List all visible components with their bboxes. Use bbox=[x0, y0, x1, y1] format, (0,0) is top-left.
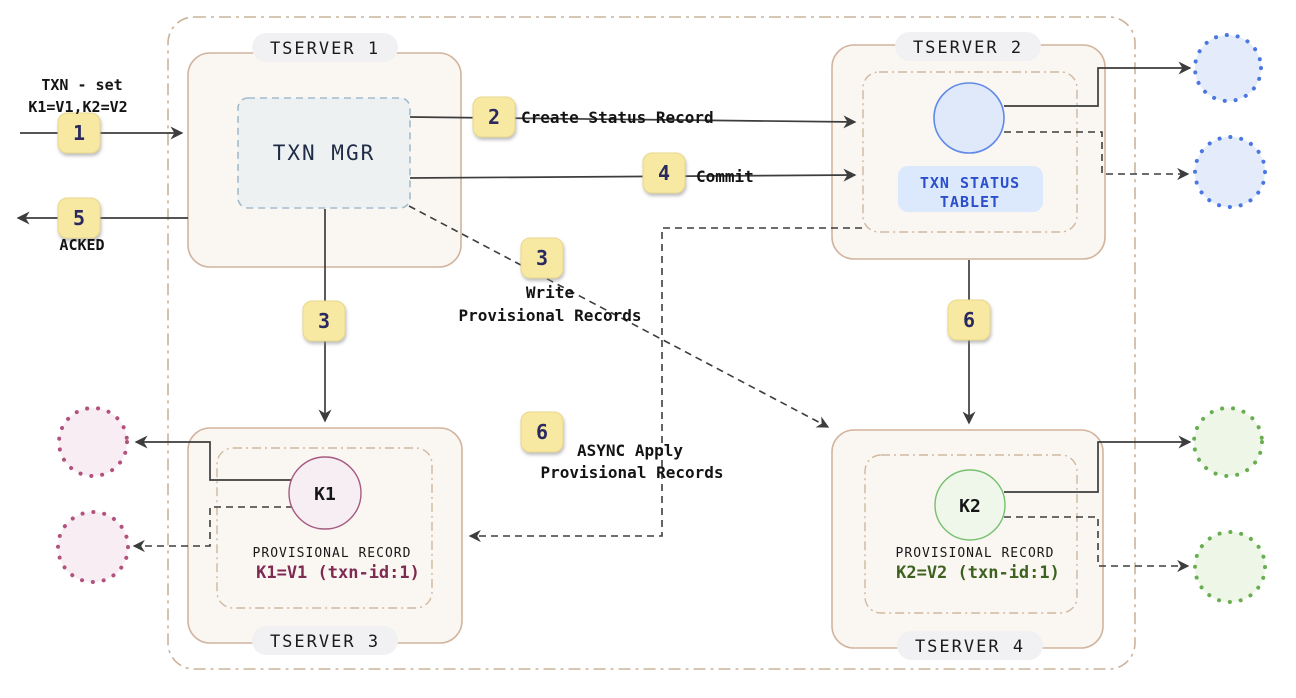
step1-label-line2: K1=V1,K2=V2 bbox=[28, 98, 127, 116]
svg-text:6: 6 bbox=[536, 420, 548, 444]
tserver3-provisional-value: K1=V1 (txn-id:1) bbox=[256, 563, 420, 583]
svg-text:3: 3 bbox=[318, 309, 330, 333]
tserver3-title: TSERVER 3 bbox=[252, 626, 398, 655]
svg-text:TABLET: TABLET bbox=[940, 193, 1000, 211]
k2-label: K2 bbox=[959, 496, 981, 517]
arrow-k1-replicate-dashed bbox=[132, 506, 293, 553]
tserver1-title: TSERVER 1 bbox=[252, 33, 398, 62]
arrow-status-replicate-solid bbox=[1004, 61, 1192, 107]
k1-tablet-circle bbox=[288, 456, 362, 530]
step6-label-line2: Provisional Records bbox=[540, 463, 723, 482]
replica-circle-pink-1 bbox=[57, 406, 129, 478]
tserver3-record-box bbox=[216, 447, 433, 609]
cluster-boundary bbox=[167, 16, 1136, 670]
arrow-k2-replicate-solid bbox=[1004, 435, 1192, 493]
tserver4-record-box bbox=[864, 454, 1078, 614]
step5-badge: 5 bbox=[57, 197, 101, 239]
tserver4-provisional-heading: PROVISIONAL RECORD bbox=[896, 546, 1055, 561]
arrow-k1-replicate-solid bbox=[134, 435, 291, 481]
arrow-step4-commit bbox=[409, 168, 857, 182]
svg-text:TSERVER 2: TSERVER 2 bbox=[913, 38, 1023, 58]
svg-text:TSERVER 3: TSERVER 3 bbox=[270, 632, 380, 652]
arrow-step6-async-apply bbox=[468, 227, 862, 543]
tserver3-provisional-heading: PROVISIONAL RECORD bbox=[253, 546, 412, 561]
step2-label: Create Status Record bbox=[521, 108, 714, 127]
step1-badge: 1 bbox=[57, 112, 101, 154]
svg-text:2: 2 bbox=[488, 105, 500, 129]
replica-circle-green-1 bbox=[1192, 406, 1264, 478]
svg-text:1: 1 bbox=[73, 121, 85, 145]
svg-text:TSERVER 1: TSERVER 1 bbox=[270, 39, 380, 59]
k2-tablet-circle bbox=[934, 469, 1006, 541]
step4-label: Commit bbox=[696, 167, 754, 186]
txn-mgr-box bbox=[237, 97, 411, 209]
tserver4-provisional-value: K2=V2 (txn-id:1) bbox=[896, 563, 1060, 583]
status-tablet-circle bbox=[933, 82, 1005, 154]
arrow-step3-write-provisional bbox=[408, 205, 830, 428]
step2-badge: 2 bbox=[472, 96, 516, 138]
svg-text:TXN STATUS: TXN STATUS bbox=[920, 174, 1020, 192]
arrow-status-replicate-dashed bbox=[1004, 131, 1190, 181]
svg-text:4: 4 bbox=[658, 161, 670, 185]
status-tablet-label: TXN STATUS TABLET bbox=[898, 166, 1043, 212]
replica-circle-pink-2 bbox=[56, 510, 130, 584]
step3-label-line1: Write bbox=[526, 283, 574, 302]
step5-label: ACKED bbox=[59, 236, 104, 254]
step6-label-line1: ASYNC Apply bbox=[577, 441, 683, 460]
step3-label-line2: Provisional Records bbox=[458, 306, 641, 325]
replica-circle-blue-2 bbox=[1193, 135, 1267, 209]
replica-circle-green-2 bbox=[1193, 530, 1267, 604]
k1-label: K1 bbox=[314, 484, 336, 505]
step6-badge-async: 6 bbox=[520, 411, 564, 453]
replica-circle-blue-1 bbox=[1193, 33, 1263, 103]
step1-label-line1: TXN - set bbox=[41, 76, 122, 94]
step6-badge-vertical: 6 bbox=[947, 299, 991, 341]
tserver2-record-box bbox=[862, 71, 1078, 233]
svg-text:5: 5 bbox=[73, 206, 85, 230]
txn-mgr-label: TXN MGR bbox=[273, 141, 376, 165]
step4-badge: 4 bbox=[642, 152, 686, 194]
svg-text:6: 6 bbox=[963, 308, 975, 332]
tserver2-title: TSERVER 2 bbox=[895, 32, 1041, 61]
svg-text:3: 3 bbox=[536, 246, 548, 270]
step3-badge-vertical: 3 bbox=[302, 300, 346, 342]
svg-text:TSERVER 4: TSERVER 4 bbox=[915, 637, 1025, 657]
tserver4-title: TSERVER 4 bbox=[897, 631, 1043, 660]
step3-badge-diagonal: 3 bbox=[520, 237, 564, 279]
